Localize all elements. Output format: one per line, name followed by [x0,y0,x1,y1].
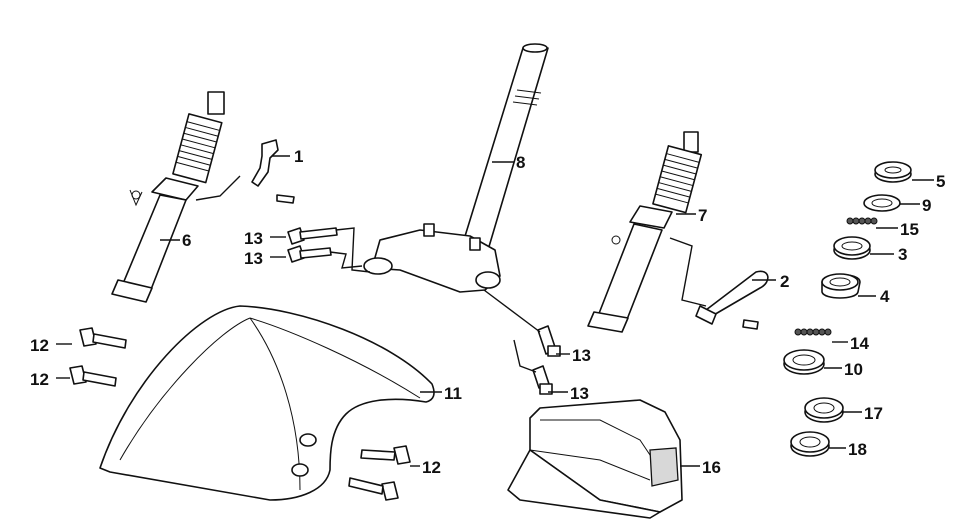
callout-16: 16 [702,458,721,477]
callout-labels: 1 2 3 4 5 6 7 8 9 10 11 12 12 12 13 13 1… [30,147,945,477]
stem-bolts [287,227,561,395]
fender-bolts [69,327,411,501]
callout-6: 6 [182,231,191,250]
callout-13-mid: 13 [572,346,591,365]
steering-stem [363,43,549,293]
brake-hose-bracket [251,139,295,204]
callout-9: 9 [922,196,931,215]
hose-clip [695,270,769,330]
callout-12-lower: 12 [30,370,49,389]
right-fork-leg [587,131,703,333]
leader-lines [56,155,934,467]
callout-10: 10 [844,360,863,379]
callout-5: 5 [936,172,945,191]
left-fork-leg [111,91,225,303]
callout-1: 1 [294,147,303,166]
front-fender [99,305,435,501]
callout-13-bottom: 13 [570,384,589,403]
callout-14: 14 [850,334,869,353]
callout-4: 4 [880,287,890,306]
callout-11: 11 [444,384,462,403]
callout-12-upper: 12 [30,336,49,355]
callout-18: 18 [848,440,867,459]
callout-7: 7 [698,206,707,225]
callout-13-lower: 13 [244,249,263,268]
callout-2: 2 [780,272,789,291]
callout-8: 8 [516,153,525,172]
callout-3: 3 [898,245,907,264]
bearing-stack [783,161,912,457]
callout-12-right: 12 [422,458,441,477]
callout-15: 15 [900,220,919,239]
lower-cover [507,399,683,519]
callout-17: 17 [864,404,883,423]
callout-13-upper: 13 [244,229,263,248]
